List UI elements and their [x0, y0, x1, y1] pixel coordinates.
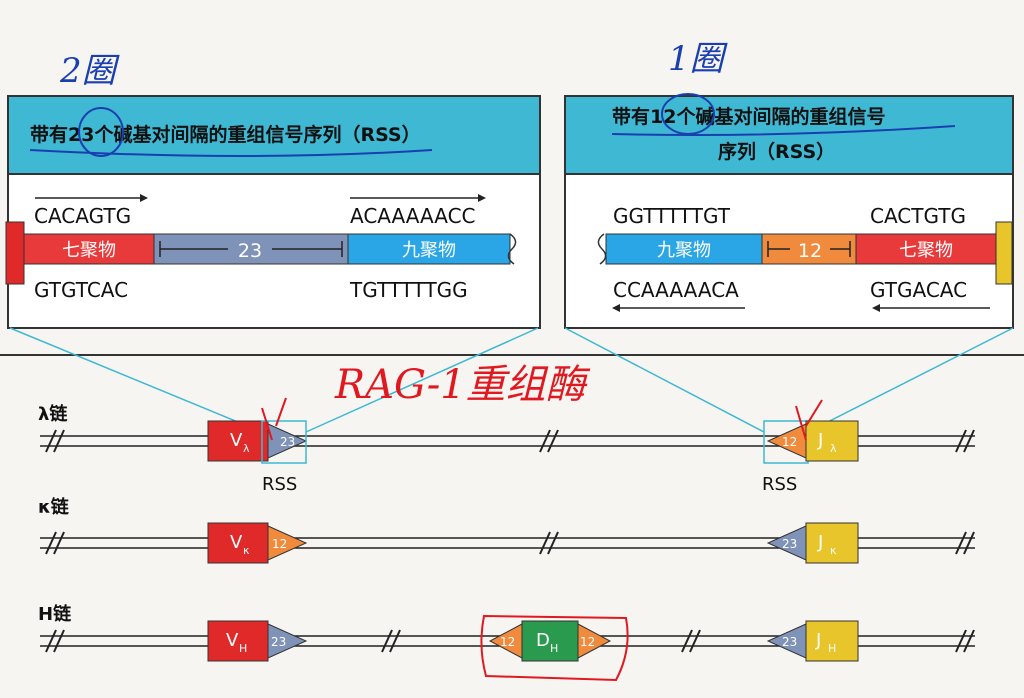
left-rss-panel: 带有23个碱基对间隔的重组信号序列（RSS） CACAGTG ACAAAAACC… — [5, 51, 541, 329]
heavy-rss-v-23 — [267, 623, 308, 659]
left-bottom-seq-1: GTGTCAC — [34, 278, 128, 302]
left-heptamer-block — [23, 233, 155, 265]
heavy-chain: H链 V H 23 12 D H 12 23 J H — [38, 603, 975, 682]
right-rss-panel: 带有12个碱基对间隔的重组信号 序列（RSS） GGTTTTTGT CACTGT… — [564, 39, 1014, 329]
heavy-j-sub: H — [828, 642, 836, 655]
heavy-d-segment — [521, 620, 579, 662]
left-top-seq-2: ACAAAAACC — [350, 204, 476, 228]
right-top-seq-1: GGTTTTTGT — [613, 204, 731, 228]
kappa-j-segment — [805, 522, 859, 564]
kappa-chain: κ链 V κ 12 23 J κ — [38, 496, 975, 564]
heavy-d-rss-right-label: 12 — [580, 635, 595, 649]
right-circle-note: 1圈 — [668, 39, 729, 79]
lambda-j-sub: λ — [830, 442, 837, 455]
heavy-v-segment — [207, 620, 269, 662]
left-nonamer-label: 九聚物 — [402, 240, 456, 261]
right-bottom-seq-2: GTGACAC — [870, 278, 967, 302]
right-yellow-end-block — [995, 221, 1013, 285]
left-top-seq-1: CACAGTG — [34, 204, 131, 228]
kappa-rss-23-label: 23 — [782, 537, 797, 551]
kappa-v-sub: κ — [243, 544, 250, 557]
kappa-chain-label: κ链 — [38, 496, 70, 518]
heavy-v-sub: H — [239, 642, 247, 655]
lambda-rss-12-label: 12 — [782, 435, 797, 449]
kappa-rss-12-label: 12 — [272, 537, 287, 551]
heavy-j-label: J — [815, 630, 821, 651]
lambda-j-segment — [805, 420, 859, 462]
heavy-d-rss-left-label: 12 — [500, 635, 515, 649]
kappa-j-sub: κ — [830, 544, 837, 557]
right-panel-title-line1: 带有12个碱基对间隔的重组信号 — [612, 105, 885, 128]
left-panel-title: 带有23个碱基对间隔的重组信号序列（RSS） — [30, 123, 421, 146]
heavy-d-sub: H — [550, 642, 558, 655]
heavy-v-label: V — [226, 630, 239, 651]
lambda-rss-label-left: RSS — [262, 474, 297, 495]
lambda-v-sub: λ — [243, 442, 250, 455]
right-bottom-seq-1: CCAAAAACA — [613, 278, 739, 302]
kappa-v-label: V — [230, 532, 243, 553]
right-nonamer-block — [605, 233, 763, 265]
heavy-j-segment — [805, 620, 859, 662]
heavy-rss-v-23-label: 23 — [271, 635, 286, 649]
right-heptamer-label: 七聚物 — [899, 240, 953, 261]
heavy-rss-j-23-label: 23 — [782, 635, 797, 649]
lambda-chain-label: λ链 — [38, 403, 68, 425]
rag-annotation: RAG-1重组酶 — [334, 362, 591, 408]
lambda-chain: λ链 V λ 23 RSS 12 J λ RSS — [38, 397, 975, 495]
right-heptamer-block — [855, 233, 997, 265]
kappa-rss-12 — [267, 525, 308, 561]
lambda-v-label: V — [230, 430, 243, 451]
lambda-rss-23-label: 23 — [280, 435, 295, 449]
lambda-rss-23 — [267, 423, 308, 459]
heavy-chain-label: H链 — [38, 603, 72, 625]
kappa-j-label: J — [817, 532, 823, 553]
right-top-seq-2: CACTGTG — [870, 204, 966, 228]
lambda-j-label: J — [817, 430, 823, 451]
right-nonamer-label: 九聚物 — [657, 240, 711, 261]
heavy-d-rss-right — [577, 623, 612, 659]
left-heptamer-label: 七聚物 — [62, 240, 116, 261]
left-spacer-label: 23 — [238, 240, 262, 262]
left-nonamer-block — [347, 233, 511, 265]
right-spacer-label: 12 — [798, 240, 822, 262]
right-panel-header — [564, 95, 1014, 175]
left-circle-note: 2圈 — [59, 51, 121, 91]
lambda-rss-label-right: RSS — [762, 474, 797, 495]
left-red-end-block — [5, 221, 25, 285]
right-panel-title-line2: 序列（RSS） — [718, 140, 835, 163]
left-bottom-seq-2: TGTTTTTGG — [349, 278, 468, 302]
lambda-v-segment — [207, 420, 269, 462]
heavy-d-label: D — [536, 630, 550, 651]
